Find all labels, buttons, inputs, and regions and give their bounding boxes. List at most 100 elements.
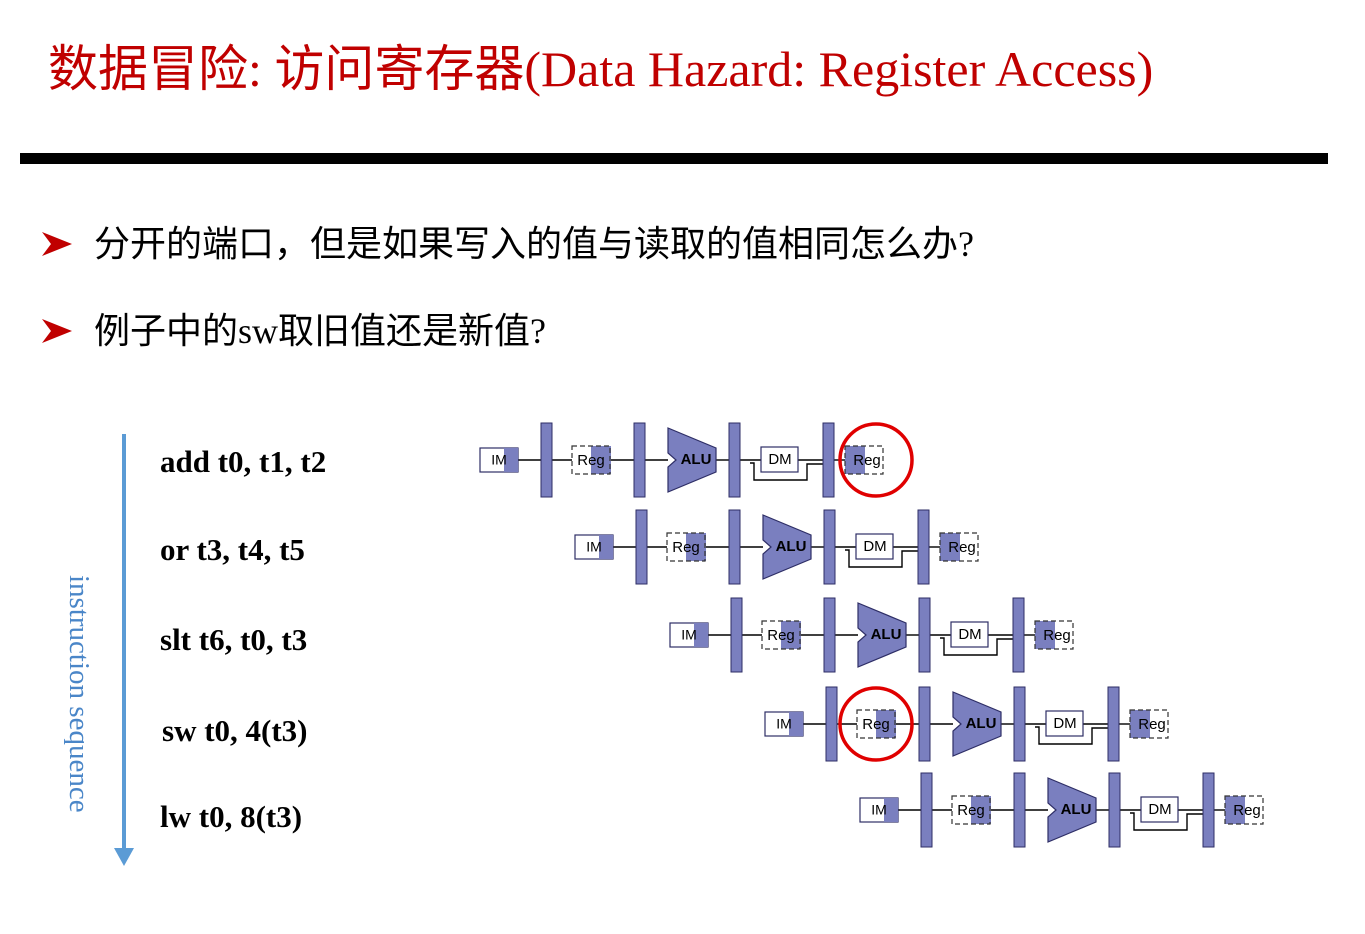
reg-read-fill <box>781 621 801 649</box>
dm-box <box>855 533 894 560</box>
reg-read-box <box>666 532 706 562</box>
reg-read-label: Reg <box>767 627 795 644</box>
im-label: IM <box>776 716 792 732</box>
instruction-label: slt t6, t0, t3 <box>160 622 308 657</box>
pipeline-register <box>730 597 743 673</box>
reg-read-fill <box>971 796 991 824</box>
pipeline-row: IM Reg ALU DM Reg <box>859 772 1264 848</box>
reg-write-fill <box>845 446 865 474</box>
pipeline-register <box>823 597 836 673</box>
pipeline-register <box>540 422 553 498</box>
reg-write-label: Reg <box>1233 802 1261 819</box>
reg-read-label: Reg <box>862 716 890 733</box>
reg-read-fill <box>591 446 611 474</box>
pipeline-register <box>825 686 838 762</box>
dm-box <box>950 621 989 648</box>
pipeline-register <box>918 686 931 762</box>
alu-label: ALU <box>871 626 902 643</box>
pipeline-register <box>1107 686 1120 762</box>
reg-read-box <box>951 795 991 825</box>
instruction-label: add t0, t1, t2 <box>160 444 327 479</box>
bullet-text: 分开的端口，但是如果写入的值与读取的值相同怎么办? <box>94 224 974 264</box>
reg-write-label: Reg <box>853 452 881 469</box>
highlight-circle <box>838 686 914 762</box>
reg-write-box <box>1224 795 1264 825</box>
pipeline-register <box>1013 772 1026 848</box>
reg-write-fill <box>1225 796 1245 824</box>
pipeline-row: IM Reg ALU DM Reg <box>764 686 1169 762</box>
alu-shape <box>1047 777 1097 843</box>
pipeline-register <box>728 422 741 498</box>
bullet-arrow-icon <box>42 232 72 256</box>
pipeline-register <box>1013 686 1026 762</box>
pipeline-register <box>633 422 646 498</box>
instruction-label: or t3, t4, t5 <box>160 532 305 567</box>
alu-label: ALU <box>1061 801 1092 818</box>
dm-label: DM <box>1148 801 1171 818</box>
wire-bypass <box>1130 812 1203 831</box>
alu-label: ALU <box>966 715 997 732</box>
pipeline-register <box>822 422 835 498</box>
dm-label: DM <box>958 626 981 643</box>
reg-write-label: Reg <box>948 539 976 556</box>
pipeline-register <box>918 597 931 673</box>
reg-write-fill <box>940 533 960 561</box>
reg-read-fill <box>876 710 896 738</box>
bullet-item: 例子中的sw取旧值还是新值? <box>38 302 546 354</box>
reg-read-box <box>571 445 611 475</box>
reg-read-label: Reg <box>577 452 605 469</box>
im-fill <box>884 798 898 822</box>
dm-box <box>1045 710 1084 737</box>
reg-write-box <box>844 445 884 475</box>
alu-shape <box>762 514 812 580</box>
wire-bypass <box>1035 726 1108 745</box>
alu-label: ALU <box>776 538 807 555</box>
im-label: IM <box>681 627 697 643</box>
reg-read-box <box>856 709 896 739</box>
dm-label: DM <box>1053 715 1076 732</box>
instruction-label: lw t0, 8(t3) <box>160 799 303 834</box>
title-divider <box>20 153 1328 164</box>
reg-read-fill <box>686 533 706 561</box>
wire-bypass <box>750 462 823 481</box>
im-label: IM <box>586 539 602 555</box>
reg-write-fill <box>1035 621 1055 649</box>
reg-write-fill <box>1130 710 1150 738</box>
reg-read-label: Reg <box>672 539 700 556</box>
alu-shape <box>952 691 1002 757</box>
slide-title: 数据冒险: 访问寄存器(Data Hazard: Register Access… <box>48 41 1154 97</box>
pipeline-register <box>920 772 933 848</box>
dm-label: DM <box>863 538 886 555</box>
reg-read-label: Reg <box>957 802 985 819</box>
pipeline-register <box>635 509 648 585</box>
im-label: IM <box>871 802 887 818</box>
instruction-label: sw t0, 4(t3) <box>162 713 308 748</box>
dm-box <box>1140 796 1179 823</box>
reg-write-box <box>1129 709 1169 739</box>
pipeline-register <box>1012 597 1025 673</box>
reg-read-box <box>761 620 801 650</box>
alu-shape <box>857 602 907 668</box>
reg-write-label: Reg <box>1138 716 1166 733</box>
wire-bypass <box>940 637 1013 656</box>
im-fill <box>504 448 518 472</box>
pipeline-register <box>1202 772 1215 848</box>
im-fill <box>694 623 708 647</box>
bullet-text: 例子中的sw取旧值还是新值? <box>94 311 546 351</box>
highlight-circle <box>838 422 914 498</box>
pipeline-register <box>917 509 930 585</box>
pipeline-register <box>728 509 741 585</box>
reg-write-box <box>1034 620 1074 650</box>
reg-write-label: Reg <box>1043 627 1071 644</box>
im-label: IM <box>491 452 507 468</box>
wire-bypass <box>845 549 918 568</box>
pipeline-register <box>1108 772 1121 848</box>
pipeline-row: IM Reg ALU DM Reg <box>669 597 1074 673</box>
im-fill <box>599 535 613 559</box>
im-fill <box>789 712 803 736</box>
pipeline-row: IM Reg ALU DM Reg <box>574 509 979 585</box>
bullet-arrow-icon <box>42 319 72 343</box>
dm-box <box>760 446 799 473</box>
